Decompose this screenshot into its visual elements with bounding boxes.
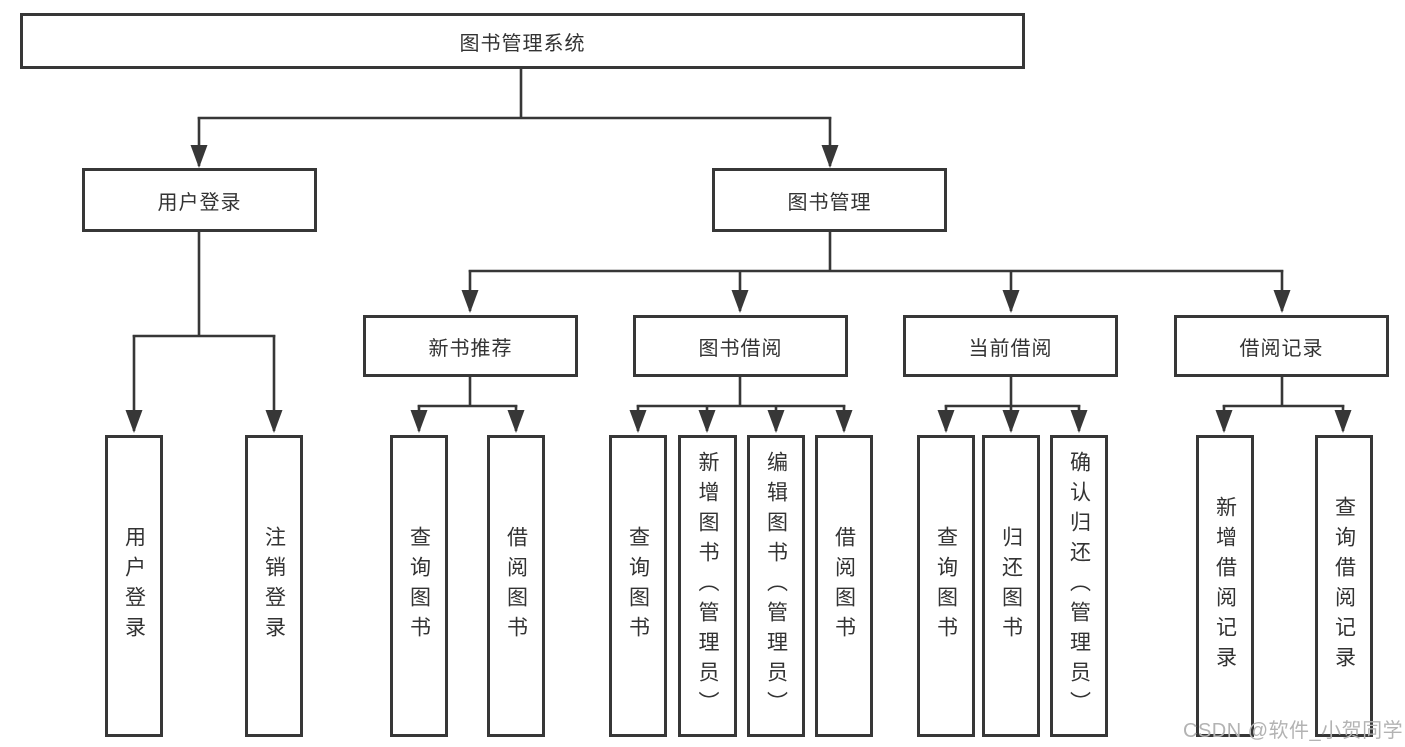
leaf-borrow-books-1-label: 借阅图书 bbox=[504, 526, 528, 646]
leaf-borrow-books-2-label: 借阅图书 bbox=[832, 526, 856, 646]
leaf-add-book-admin: 新增图书（管理员） bbox=[678, 435, 737, 737]
watermark: CSDN @软件_小贺同学 bbox=[1183, 720, 1404, 742]
leaf-query-borrow-record-label: 查询借阅记录 bbox=[1332, 496, 1356, 676]
leaf-query-borrow-record: 查询借阅记录 bbox=[1315, 435, 1373, 737]
node-borrow-records-label: 借阅记录 bbox=[1239, 337, 1324, 360]
leaf-query-books-2-label: 查询图书 bbox=[626, 526, 650, 646]
leaf-user-login-label: 用户登录 bbox=[122, 526, 146, 646]
node-current-borrow: 当前借阅 bbox=[903, 315, 1118, 377]
node-book-borrow: 图书借阅 bbox=[633, 315, 848, 377]
node-current-borrow-label: 当前借阅 bbox=[968, 337, 1053, 360]
leaf-add-borrow-record-label: 新增借阅记录 bbox=[1213, 496, 1237, 676]
leaf-user-login: 用户登录 bbox=[105, 435, 163, 737]
node-new-book-recommend-label: 新书推荐 bbox=[428, 337, 513, 360]
node-book-management: 图书管理 bbox=[712, 168, 947, 232]
leaf-confirm-return-admin: 确认归还（管理员） bbox=[1050, 435, 1108, 737]
leaf-edit-book-admin-label: 编辑图书（管理员） bbox=[764, 451, 788, 721]
leaf-query-books-1-label: 查询图书 bbox=[407, 526, 431, 646]
node-book-borrow-label: 图书借阅 bbox=[698, 337, 783, 360]
leaf-logout-label: 注销登录 bbox=[262, 526, 286, 646]
node-user-login: 用户登录 bbox=[82, 168, 317, 232]
leaf-add-borrow-record: 新增借阅记录 bbox=[1196, 435, 1254, 737]
leaf-return-books-label: 归还图书 bbox=[999, 526, 1023, 646]
leaf-borrow-books-2: 借阅图书 bbox=[815, 435, 873, 737]
node-book-management-label: 图书管理 bbox=[787, 191, 872, 214]
leaf-confirm-return-admin-label: 确认归还（管理员） bbox=[1067, 451, 1091, 721]
node-new-book-recommend: 新书推荐 bbox=[363, 315, 578, 377]
leaf-query-books-3: 查询图书 bbox=[917, 435, 975, 737]
node-root: 图书管理系统 bbox=[20, 13, 1025, 69]
leaf-logout: 注销登录 bbox=[245, 435, 303, 737]
node-user-login-label: 用户登录 bbox=[157, 191, 242, 214]
leaf-query-books-1: 查询图书 bbox=[390, 435, 448, 737]
leaf-query-books-2: 查询图书 bbox=[609, 435, 667, 737]
leaf-query-books-3-label: 查询图书 bbox=[934, 526, 958, 646]
node-borrow-records: 借阅记录 bbox=[1174, 315, 1389, 377]
leaf-return-books: 归还图书 bbox=[982, 435, 1040, 737]
leaf-borrow-books-1: 借阅图书 bbox=[487, 435, 545, 737]
leaf-edit-book-admin: 编辑图书（管理员） bbox=[747, 435, 805, 737]
leaf-add-book-admin-label: 新增图书（管理员） bbox=[696, 451, 719, 721]
node-root-label: 图书管理系统 bbox=[459, 32, 586, 55]
